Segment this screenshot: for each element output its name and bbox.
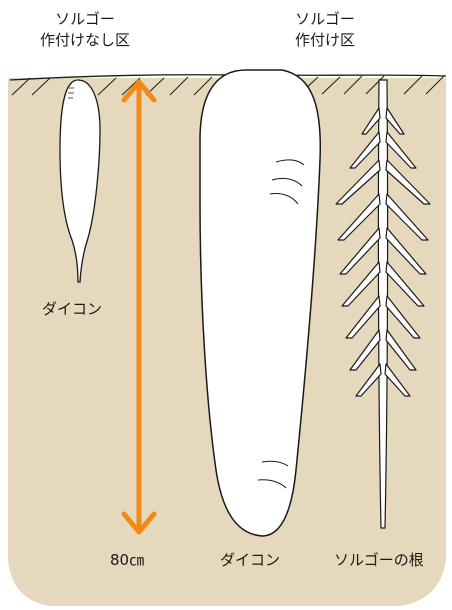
header-sorghum-line1: ソルゴー: [250, 10, 400, 29]
depth-label: 80㎝: [110, 551, 144, 570]
header-sorghum-line2: 作付け区: [250, 31, 400, 50]
sorghum-root-label: ソルゴーの根: [334, 551, 424, 570]
header-no-sorghum-line2: 作付けなし区: [10, 31, 160, 50]
header-no-sorghum-line1: ソルゴー: [10, 10, 160, 29]
small-daikon-label: ダイコン: [42, 300, 102, 319]
large-daikon-label: ダイコン: [220, 551, 280, 570]
